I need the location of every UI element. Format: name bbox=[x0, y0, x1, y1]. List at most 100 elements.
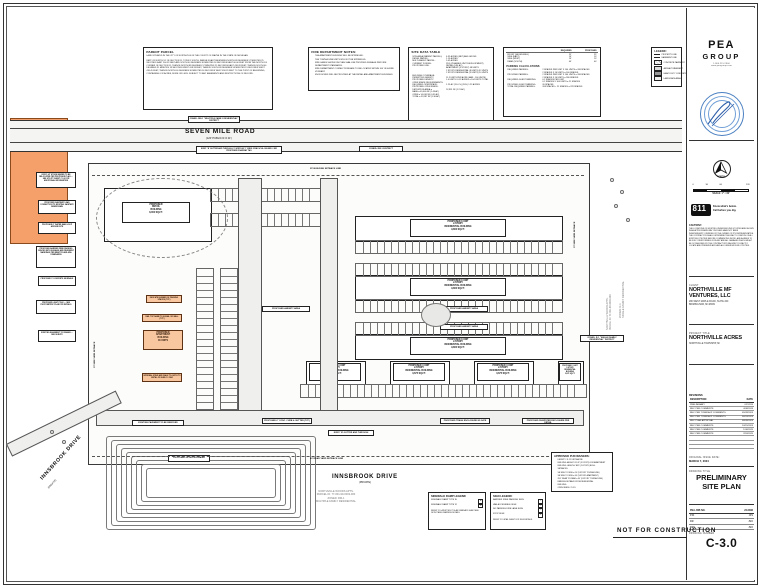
site-data-row: 2 STORY RESIDENTIAL (3 UNITS) 24 UNITS bbox=[411, 72, 490, 74]
parking-calc-row: REQUIRED GUEST PARKING:0.2 SPACES PER UN… bbox=[506, 79, 597, 81]
pud-waivers-title: APPROVED PUD WAIVERS: bbox=[554, 455, 590, 458]
seven-mile-road-band bbox=[10, 120, 682, 152]
legend-swatch-dash bbox=[654, 57, 661, 59]
legend-item: EASEMENT LINE bbox=[654, 57, 678, 60]
fire-note-item: FIRE LANES SHOWN ON PLAN SHALL BE PROVID… bbox=[315, 62, 397, 67]
setback-row: SIDE (WEST)10'10' bbox=[506, 58, 597, 60]
amenity-area-callout-1: PROPOSED AMENITY AREA bbox=[262, 306, 310, 312]
site-data-key: PROPOSED OPEN SPACE: bbox=[412, 86, 439, 89]
south-setback-label: 40' REAR YARD SETBACK LINE bbox=[310, 458, 344, 460]
legend-swatch-solid bbox=[654, 65, 663, 71]
tree-symbol bbox=[610, 178, 615, 183]
legend-item-label: LANDSCAPE AREA bbox=[663, 77, 681, 80]
job-row: DES.JSO bbox=[689, 525, 754, 531]
site-data-key: OPEN = 14,018 SF (0.32 AC) bbox=[412, 93, 440, 96]
site-data-row: DETENTION AREA =52,931 SF (1.21 AC) bbox=[411, 89, 490, 91]
drive-aisle-east bbox=[320, 178, 338, 416]
parking-calc-value: 2 SPACES X 16 UNITS = 280 SPACES bbox=[542, 76, 579, 79]
sign-legend-symbol: 4 bbox=[538, 512, 543, 518]
revision-description: REV. PER COMMENTS bbox=[690, 407, 714, 410]
revision-date: 05/28/2024 bbox=[742, 411, 753, 414]
site-data-key: MULTI-FAMILY PARCEL: bbox=[412, 60, 436, 63]
parking-calc-key: REQUIRED PARKING: bbox=[507, 69, 529, 72]
revision-row: REV. PER TOWNSHIP COMMENTS 06/24/2024 bbox=[689, 416, 754, 420]
parking-stalls-row-6 bbox=[210, 188, 322, 202]
site-data-row: 2 STORY RESIDENTIAL (8 UNITS) 32 UNITS bbox=[411, 70, 490, 72]
revision-description: REV. PER COMMENTS bbox=[690, 428, 714, 431]
project-block: PROJECT TITLE NORTHVILLE ACRES NORTHVILL… bbox=[689, 332, 754, 346]
adjacent-zoning-east: ZONED: R-1 SINGLE FAMILY RESIDENTIAL bbox=[619, 281, 626, 318]
caution-title: CAUTION!! bbox=[689, 224, 702, 227]
site-bottom-callout-1: EXISTING PAVEMENT TO BE REMOVED bbox=[132, 420, 184, 426]
revision-date: 06/24/2024 bbox=[742, 416, 753, 419]
pud-waivers-list: DENSITY: 11.22 UNITS/ACREBUILDING HEIGHT… bbox=[554, 459, 610, 489]
site-data-value: 6.32 ACRES (NET) AND GROSS bbox=[446, 55, 477, 58]
seven-mile-road-row: (120' PUBLIC R.O.W.) bbox=[206, 136, 232, 140]
site-data-row: SITE AREA (PARENT PARCEL):6.32 ACRES (NE… bbox=[411, 55, 490, 58]
firm-website: www.peagroup.com bbox=[711, 64, 732, 67]
tree-symbol bbox=[614, 204, 619, 209]
ramp-legend-footer: REFER TO LATEST MDOT SLAB STANDARD SHEET… bbox=[431, 509, 479, 515]
fire-note-item: FIRE DEPARTMENT CONNECTIONS ARE TO BE LO… bbox=[315, 68, 397, 73]
setback-col: REQUIRED bbox=[549, 50, 573, 54]
residential-3unit-label-d: PROPOSED 3 UNIT 2-STORY RESIDENTIAL BUIL… bbox=[559, 363, 581, 381]
parking-calc-row: 2 SPACES X 16 UNITS = 280 SPACES bbox=[506, 76, 597, 79]
tree-symbol bbox=[626, 218, 631, 223]
job-row: PEA JOB NO.24-0096 bbox=[689, 508, 754, 514]
setback-cell: 10' bbox=[593, 58, 597, 61]
job-row: P.M.JFS bbox=[689, 514, 754, 520]
site-data-key: CURRENT ZONING: bbox=[412, 62, 432, 65]
site-data-title: SITE DATA TABLE bbox=[411, 50, 441, 54]
parent-parcel-title: PARENT PARCEL bbox=[146, 50, 175, 54]
north-setback-label: 25' BUILDING SETBACK LINE bbox=[310, 168, 341, 170]
revision-blank-row bbox=[689, 436, 754, 441]
sign-legend-symbol: 2 bbox=[538, 503, 543, 509]
fire-note-item: THE TOWNHOUSE UNITS WILL NOT BE SPRINKLE… bbox=[315, 59, 397, 62]
setback-cell: 40' bbox=[593, 60, 597, 63]
legend-item: ASPHALT PAVEMENT bbox=[654, 65, 683, 71]
site-data-value: 1.0 UNITS / 6.32 ACRES = 104 UNITS TOTAL bbox=[446, 79, 489, 82]
west-setback-label: 10' SIDE YARD SETBACK bbox=[94, 341, 96, 368]
parking-calc-value: 2 SPACES PER UNIT X 104 UNITS = 208 SPAC… bbox=[542, 74, 590, 77]
parent-parcel-body: PART OF NORTH 1/2 OF SECTION 11, TOWN 1 … bbox=[146, 59, 267, 75]
parking-stalls-row-1 bbox=[355, 240, 563, 254]
apartment-note-mid: RAIL TOP NAME TO SIGNAL OR WALL (TYP.) bbox=[142, 314, 182, 322]
ramp-legend-title: SIDEWALK RAMP LEGEND bbox=[431, 495, 466, 498]
site-data-row: PERMITTED DENSITY: 11.2 UNITS PER ACRE (M… bbox=[411, 77, 490, 79]
site-data-value: 11.2 UNITS PER ACRE (MAX., 104 UNITS) bbox=[446, 76, 486, 79]
tree-symbol bbox=[50, 430, 55, 435]
site-data-row: BASE = 65,000 SF (1.49 AC) bbox=[411, 91, 490, 93]
firm-name: PEA bbox=[708, 39, 735, 51]
site-data-row: BUILDING COVERAGE: bbox=[411, 74, 490, 77]
legend-item-label: ASPHALT PAVEMENT bbox=[663, 67, 683, 70]
setback-col: PROPOSED bbox=[572, 50, 598, 54]
site-data-value: 52,931 SF (1.21 AC) bbox=[446, 88, 465, 91]
site-data-key: PERMITTED DENSITY: bbox=[412, 76, 435, 79]
legend-title: LEGEND: bbox=[654, 50, 667, 53]
parking-calc-row: 0.2 SPACES X 104 UNITS = 21 SPACES bbox=[506, 81, 597, 83]
ramp-legend-symbol: A bbox=[478, 499, 483, 504]
pud-waiver-item: BUILDING HEIGHT OF 42' (3 STORY) FOR APA… bbox=[558, 462, 610, 464]
setback-line-south bbox=[92, 456, 584, 457]
issue-date-label: ORIGINAL ISSUE DATE: bbox=[689, 456, 720, 459]
site-data-row: MULTI-FAMILY PARCEL:5.02 ACRES bbox=[411, 60, 490, 62]
legend-item: PROPERTY LINE bbox=[654, 54, 678, 57]
site-bottom-callout-3: PROPOSED TRASH ENCLOSURE W/ GATE bbox=[440, 418, 490, 424]
revision-description: REV. PER TOWNSHIP COMMENTS bbox=[690, 416, 726, 419]
parking-stalls-row-4 bbox=[355, 322, 563, 336]
legend-item: LANDSCAPE AREA bbox=[654, 75, 681, 81]
setback-cell: SIDE (WEST) bbox=[507, 58, 521, 61]
residential-8unit-label-b: PROPOSED 8 UNIT 2-STORY RESIDENTIAL BUIL… bbox=[410, 278, 506, 296]
parking-stalls-row-2 bbox=[355, 263, 563, 277]
drawing-title-value: PRELIMINARY SITE PLAN bbox=[696, 473, 747, 491]
setback-row: REAR (SOUTH)40'40' bbox=[506, 61, 597, 63]
job-key: P.M. bbox=[690, 514, 695, 518]
apartment-note-bot: INTERNAL STAIR AND WALK TO: BOTH TO META… bbox=[142, 373, 182, 382]
